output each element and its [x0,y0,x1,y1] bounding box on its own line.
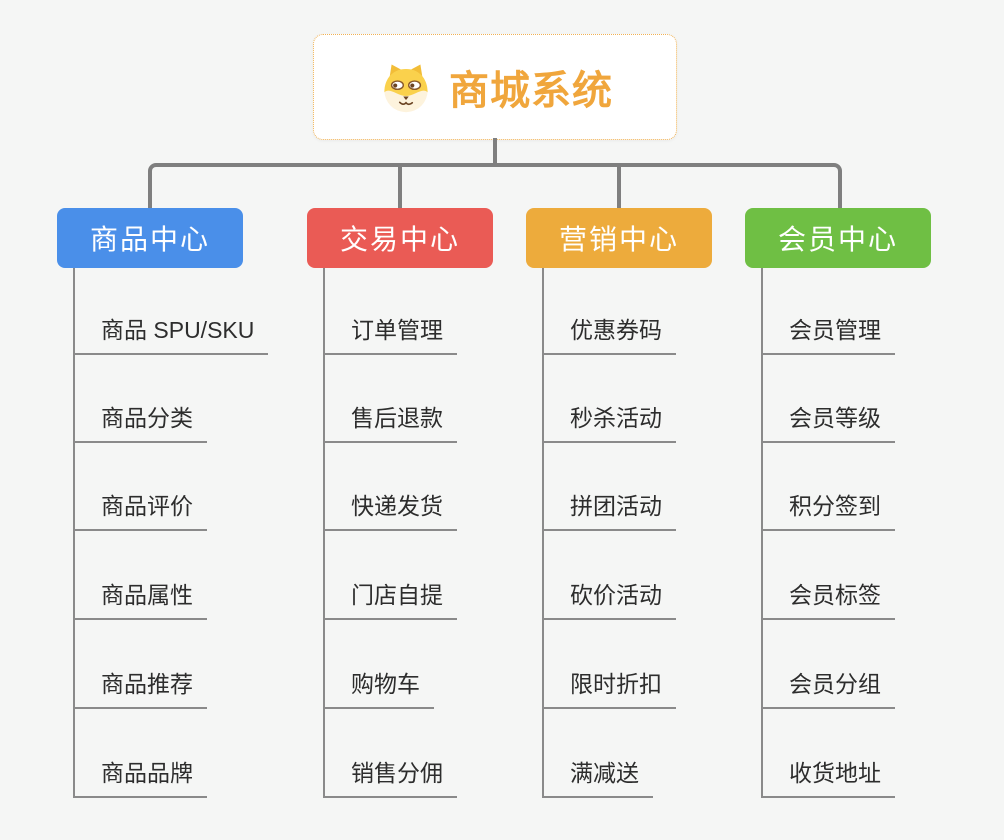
branch-line [323,268,325,798]
topic-item[interactable]: 限时折扣 [542,661,676,709]
connector-root-stub [493,138,497,166]
topic-item[interactable]: 秒杀活动 [542,395,676,443]
topic-item[interactable]: 商品分类 [73,395,207,443]
topic-item[interactable]: 会员等级 [761,395,895,443]
branch-member-center: 会员中心 会员管理 会员等级 积分签到 会员标签 会员分组 收货地址 [745,208,931,798]
branch-product-center: 商品中心 商品 SPU/SKU 商品分类 商品评价 商品属性 商品推荐 商品品牌 [57,208,269,798]
connector-drop-marketing [617,165,621,208]
topic-item[interactable]: 会员标签 [761,572,895,620]
topic-item[interactable]: 商品评价 [73,483,207,531]
branch-header-marketing[interactable]: 营销中心 [526,208,712,268]
connector-bus [148,163,842,208]
topic-item[interactable]: 会员管理 [761,307,895,355]
topic-item[interactable]: 销售分佣 [323,750,457,798]
topic-item[interactable]: 收货地址 [761,750,895,798]
branch-line [761,268,763,798]
topic-item[interactable]: 商品属性 [73,572,207,620]
doge-icon [384,64,428,113]
topic-item[interactable]: 售后退款 [323,395,457,443]
topic-item[interactable]: 商品品牌 [73,750,207,798]
branch-marketing-center: 营销中心 优惠券码 秒杀活动 拼团活动 砍价活动 限时折扣 满减送 [526,208,712,798]
topic-item[interactable]: 砍价活动 [542,572,676,620]
connector-drop-trade [398,165,402,208]
topic-item[interactable]: 门店自提 [323,572,457,620]
topic-item[interactable]: 满减送 [542,750,653,798]
branch-header-trade[interactable]: 交易中心 [307,208,493,268]
branch-line [73,268,75,798]
topic-item[interactable]: 快递发货 [323,483,457,531]
branch-line [542,268,544,798]
root-node[interactable]: 商城系统 [313,34,677,140]
branch-trade-center: 交易中心 订单管理 售后退款 快递发货 门店自提 购物车 销售分佣 [307,208,493,798]
topic-item[interactable]: 商品推荐 [73,661,207,709]
topic-item[interactable]: 会员分组 [761,661,895,709]
topic-item[interactable]: 积分签到 [761,483,895,531]
branch-header-product[interactable]: 商品中心 [57,208,243,268]
topic-item[interactable]: 拼团活动 [542,483,676,531]
topic-item[interactable]: 购物车 [323,661,434,709]
root-title: 商城系统 [449,69,613,113]
branch-header-member[interactable]: 会员中心 [745,208,931,268]
topic-item[interactable]: 商品 SPU/SKU [73,307,269,355]
topic-item[interactable]: 优惠券码 [542,307,676,355]
topic-item[interactable]: 订单管理 [323,307,457,355]
